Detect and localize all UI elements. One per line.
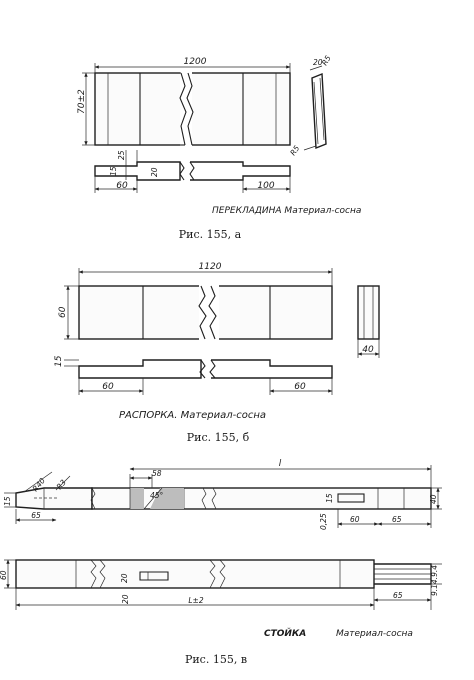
fig-c-dim-l: l bbox=[279, 459, 282, 469]
fig-b-dim-40: 40 bbox=[362, 345, 374, 355]
fig-b-caption: Рис. 155, б bbox=[187, 431, 250, 444]
fig-a-dim-100: 100 bbox=[257, 181, 274, 191]
fig-a-dim-length: 1200 bbox=[94, 57, 291, 73]
fig-a-dim-height: 70±2 bbox=[77, 72, 95, 146]
fig-b-dim-height: 60 bbox=[58, 285, 79, 340]
fig-a-caption: Рис. 155, а bbox=[179, 228, 242, 241]
fig-a-dim-r5: R5 bbox=[320, 54, 333, 67]
fig-c-top-view: 45° 58 l R40 R3 15 65 bbox=[3, 459, 442, 530]
fig-a-dim-20b: 20 bbox=[150, 167, 159, 177]
fig-b-dim-1120: 1120 bbox=[199, 262, 222, 272]
fig-b-dim-60b: 60 bbox=[294, 382, 306, 392]
fig-c-dim-20b: 20 bbox=[121, 594, 130, 604]
fig-c-dim-l2: L±2 bbox=[188, 596, 203, 605]
fig-a-dim-15: 15 bbox=[109, 166, 118, 176]
fig-c-dim-65a: 65 bbox=[31, 511, 41, 520]
figure-c: 45° 58 l R40 R3 15 65 bbox=[0, 459, 442, 666]
fig-c-side-view: 60 20 20 L±2 65 9.14.9.4 bbox=[0, 559, 442, 610]
fig-c-dim-58: 58 bbox=[152, 469, 162, 478]
fig-b-front-view bbox=[78, 283, 333, 342]
fig-c-label-material: Материал-сосна bbox=[336, 629, 413, 639]
fig-c-dim-60: 60 bbox=[350, 515, 360, 524]
fig-c-dim-15: 15 bbox=[3, 496, 12, 506]
fig-c-dim-stack: 9.14.9.4 bbox=[430, 565, 439, 596]
fig-c-dim-65c: 65 bbox=[393, 591, 403, 600]
fig-b-bottom-view: 15 60 60 bbox=[54, 355, 333, 395]
fig-b-label: РАСПОРКА. Материал-сосна bbox=[119, 410, 266, 421]
fig-c-label-title: СТОЙКА bbox=[264, 627, 306, 639]
fig-a-bottom-view: 25 15 20 60 100 bbox=[94, 150, 291, 193]
fig-c-dim-20a: 20 bbox=[120, 573, 129, 583]
fig-c-caption: Рис. 155, в bbox=[185, 653, 247, 666]
fig-a-label: ПЕРЕКЛАДИНА Материал-сосна bbox=[212, 206, 361, 216]
fig-c-dim-025: 0,25 bbox=[319, 513, 328, 530]
fig-b-end-view: 40 bbox=[357, 285, 380, 358]
fig-c-dim-65b: 65 bbox=[392, 515, 402, 524]
fig-a-front-view bbox=[94, 70, 291, 148]
fig-b-dim-length: 1120 bbox=[78, 262, 333, 286]
fig-b-dim-60: 60 bbox=[58, 306, 68, 318]
fig-c-dim-45: 45° bbox=[150, 491, 164, 500]
fig-a-dim-1200: 1200 bbox=[184, 57, 207, 67]
figure-a: 1200 70±2 20 R5 R5 25 bbox=[77, 54, 361, 241]
fig-a-end-view: 20 R5 R5 bbox=[288, 54, 333, 157]
fig-a-dim-20: 20 bbox=[313, 58, 323, 67]
figure-b: 1120 60 40 15 60 bbox=[54, 262, 380, 444]
fig-a-dim-25: 25 bbox=[117, 150, 126, 160]
fig-c-dim-15b: 15 bbox=[325, 493, 334, 503]
fig-a-dim-70: 70±2 bbox=[77, 89, 87, 114]
fig-c-dim-60side: 60 bbox=[0, 570, 8, 580]
fig-b-dim-15: 15 bbox=[54, 355, 64, 367]
fig-b-dim-60a: 60 bbox=[102, 382, 114, 392]
fig-c-dim-40: 40 bbox=[429, 494, 438, 504]
fig-a-dim-60: 60 bbox=[116, 181, 128, 191]
